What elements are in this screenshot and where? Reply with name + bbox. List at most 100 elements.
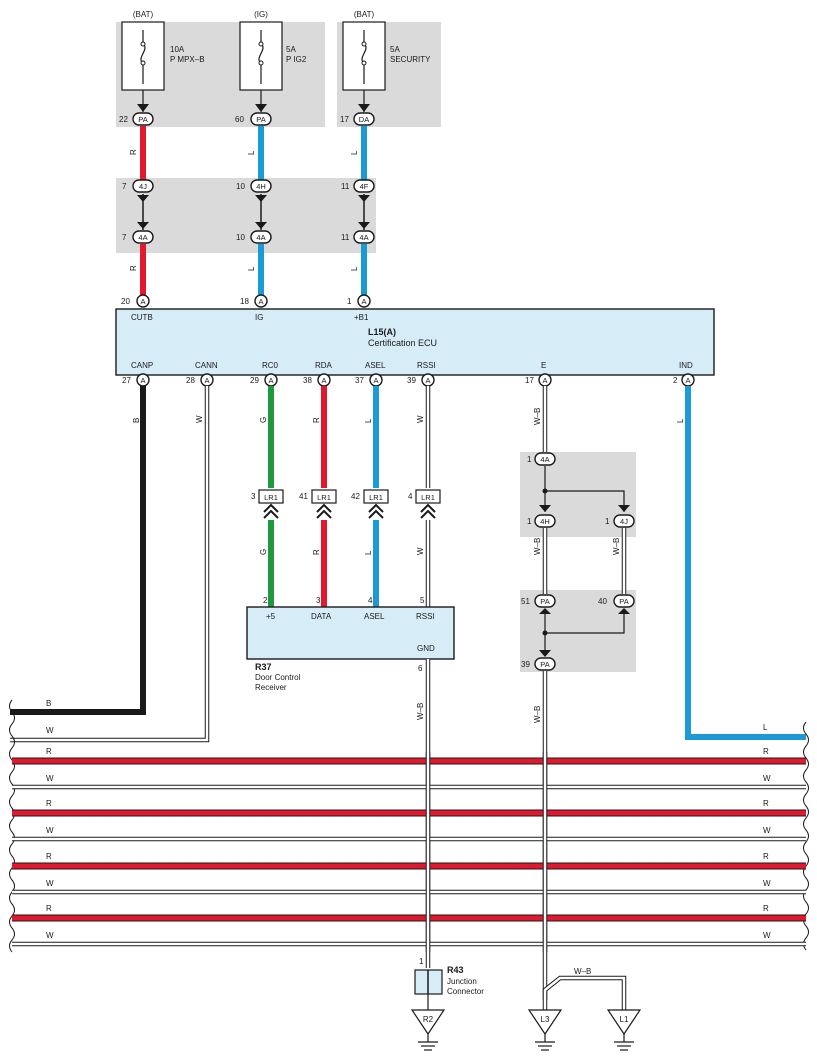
receiver-pin-label: ASEL (364, 612, 385, 621)
svg-text:4H: 4H (256, 182, 266, 191)
receiver-pin: 2 (263, 596, 268, 605)
ecu-bottom-pin-8: IND A 2 (673, 361, 695, 387)
svg-text:11: 11 (341, 233, 350, 242)
wire-label: G (259, 417, 268, 423)
svg-text:22: 22 (119, 115, 128, 124)
fuse-3: (BAT) 5A SECURITY (342, 10, 431, 91)
svg-text:29: 29 (250, 376, 259, 385)
connector-fuse-pin-1: PA 22 (119, 104, 154, 126)
svg-text:A: A (542, 376, 547, 385)
svg-text:W–B: W–B (533, 538, 542, 555)
svg-text:4A: 4A (359, 233, 368, 242)
ecu-top-pin-2: A 18 IG (240, 294, 268, 322)
svg-text:1: 1 (419, 957, 424, 966)
fuse-source: (IG) (254, 10, 268, 19)
svg-text:41: 41 (299, 492, 308, 501)
svg-text:ASEL: ASEL (365, 361, 386, 370)
receiver-gnd-pin: 6 (418, 664, 423, 673)
svg-text:LR1: LR1 (421, 493, 435, 502)
lr1-connector-1: 3 LR1 (251, 489, 284, 519)
svg-text:A: A (321, 376, 326, 385)
svg-text:10: 10 (236, 182, 245, 191)
svg-text:R2: R2 (423, 1015, 434, 1024)
svg-text:B: B (46, 699, 51, 708)
svg-text:60: 60 (235, 115, 244, 124)
wire-label: B (132, 418, 141, 423)
svg-text:1: 1 (527, 517, 532, 526)
svg-text:4A: 4A (540, 455, 549, 464)
svg-text:51: 51 (521, 597, 530, 606)
svg-text:A: A (373, 376, 378, 385)
svg-text:LR1: LR1 (264, 493, 278, 502)
svg-text:L3: L3 (541, 1015, 550, 1024)
svg-text:A: A (425, 376, 430, 385)
svg-text:DA: DA (359, 115, 369, 124)
svg-text:1: 1 (605, 517, 610, 526)
svg-text:L: L (763, 723, 768, 732)
svg-text:10: 10 (236, 233, 245, 242)
svg-text:A: A (204, 376, 209, 385)
wire-label: W (416, 547, 425, 555)
wire-canp (10, 386, 146, 715)
junction-panel (116, 178, 376, 253)
ecu-id: L15(A) (368, 327, 396, 337)
svg-text:4F: 4F (360, 182, 369, 191)
svg-text:CANN: CANN (195, 361, 218, 370)
svg-text:W: W (763, 774, 771, 783)
connector-junction-upper-2: 4H 10 (236, 179, 272, 202)
svg-text:W: W (46, 826, 54, 835)
receiver-pin: 5 (420, 596, 425, 605)
ecu-name: Certification ECU (368, 338, 437, 348)
svg-text:R: R (763, 747, 769, 756)
wire-label: R (312, 417, 321, 423)
svg-text:4H: 4H (540, 517, 550, 526)
ground-l3: L3 (527, 1009, 563, 1051)
svg-text:28: 28 (186, 376, 195, 385)
ecu-bottom-pin-7: E A 17 (525, 361, 552, 387)
ecu-top-pin-3: A 1 +B1 (347, 294, 371, 322)
svg-text:42: 42 (351, 492, 360, 501)
svg-text:PA: PA (540, 660, 549, 669)
wire-label: R (129, 149, 138, 155)
svg-text:PA: PA (256, 115, 265, 124)
receiver-pin-label: +5 (266, 612, 276, 621)
svg-text:4J: 4J (139, 182, 147, 191)
svg-text:4A: 4A (256, 233, 265, 242)
wire-label: W–B (574, 967, 591, 976)
svg-text:7: 7 (122, 182, 127, 191)
wire-label: L (364, 550, 373, 555)
svg-text:A: A (258, 297, 263, 306)
ecu-box (115, 308, 715, 376)
svg-text:2: 2 (673, 376, 678, 385)
receiver-pin-label: DATA (311, 612, 332, 621)
ecu-bottom-pin-3: RC0 A 29 (250, 361, 279, 387)
receiver-pin-label: RSSI (416, 612, 435, 621)
svg-text:R: R (46, 799, 52, 808)
svg-text:R: R (46, 747, 52, 756)
fuse-1: (BAT) 10A P MPX–B (121, 10, 205, 91)
svg-text:Junction: Junction (447, 977, 477, 986)
svg-text:39: 39 (521, 660, 530, 669)
wire-label: W–B (533, 408, 542, 425)
receiver-box (246, 606, 455, 660)
svg-text:W: W (763, 931, 771, 940)
lr1-connector-4: 4 LR1 (408, 489, 441, 519)
svg-text:LR1: LR1 (369, 493, 383, 502)
receiver-pin: 4 (368, 596, 373, 605)
fuse-rating: 10A (170, 45, 185, 54)
gnd-junction: 4A 1 4H 1 4J 1 W–B W–B PA 51 PA 40 PA 39 (521, 452, 635, 671)
connector-junction-lower-3: 4A 11 (341, 222, 375, 244)
svg-text:A: A (685, 376, 690, 385)
fuse-name: P IG2 (286, 55, 307, 64)
svg-text:W–B: W–B (612, 538, 621, 555)
ecu-top-pin-1: A 20 CUTB (121, 294, 153, 322)
svg-text:IG: IG (255, 313, 263, 322)
svg-text:+B1: +B1 (354, 313, 369, 322)
svg-text:Connector: Connector (447, 987, 484, 996)
svg-text:R: R (763, 799, 769, 808)
wire-label: G (259, 549, 268, 555)
svg-text:37: 37 (355, 376, 364, 385)
svg-text:PA: PA (619, 597, 628, 606)
connector-junction-lower-2: 4A 10 (236, 222, 272, 244)
svg-text:W: W (763, 826, 771, 835)
